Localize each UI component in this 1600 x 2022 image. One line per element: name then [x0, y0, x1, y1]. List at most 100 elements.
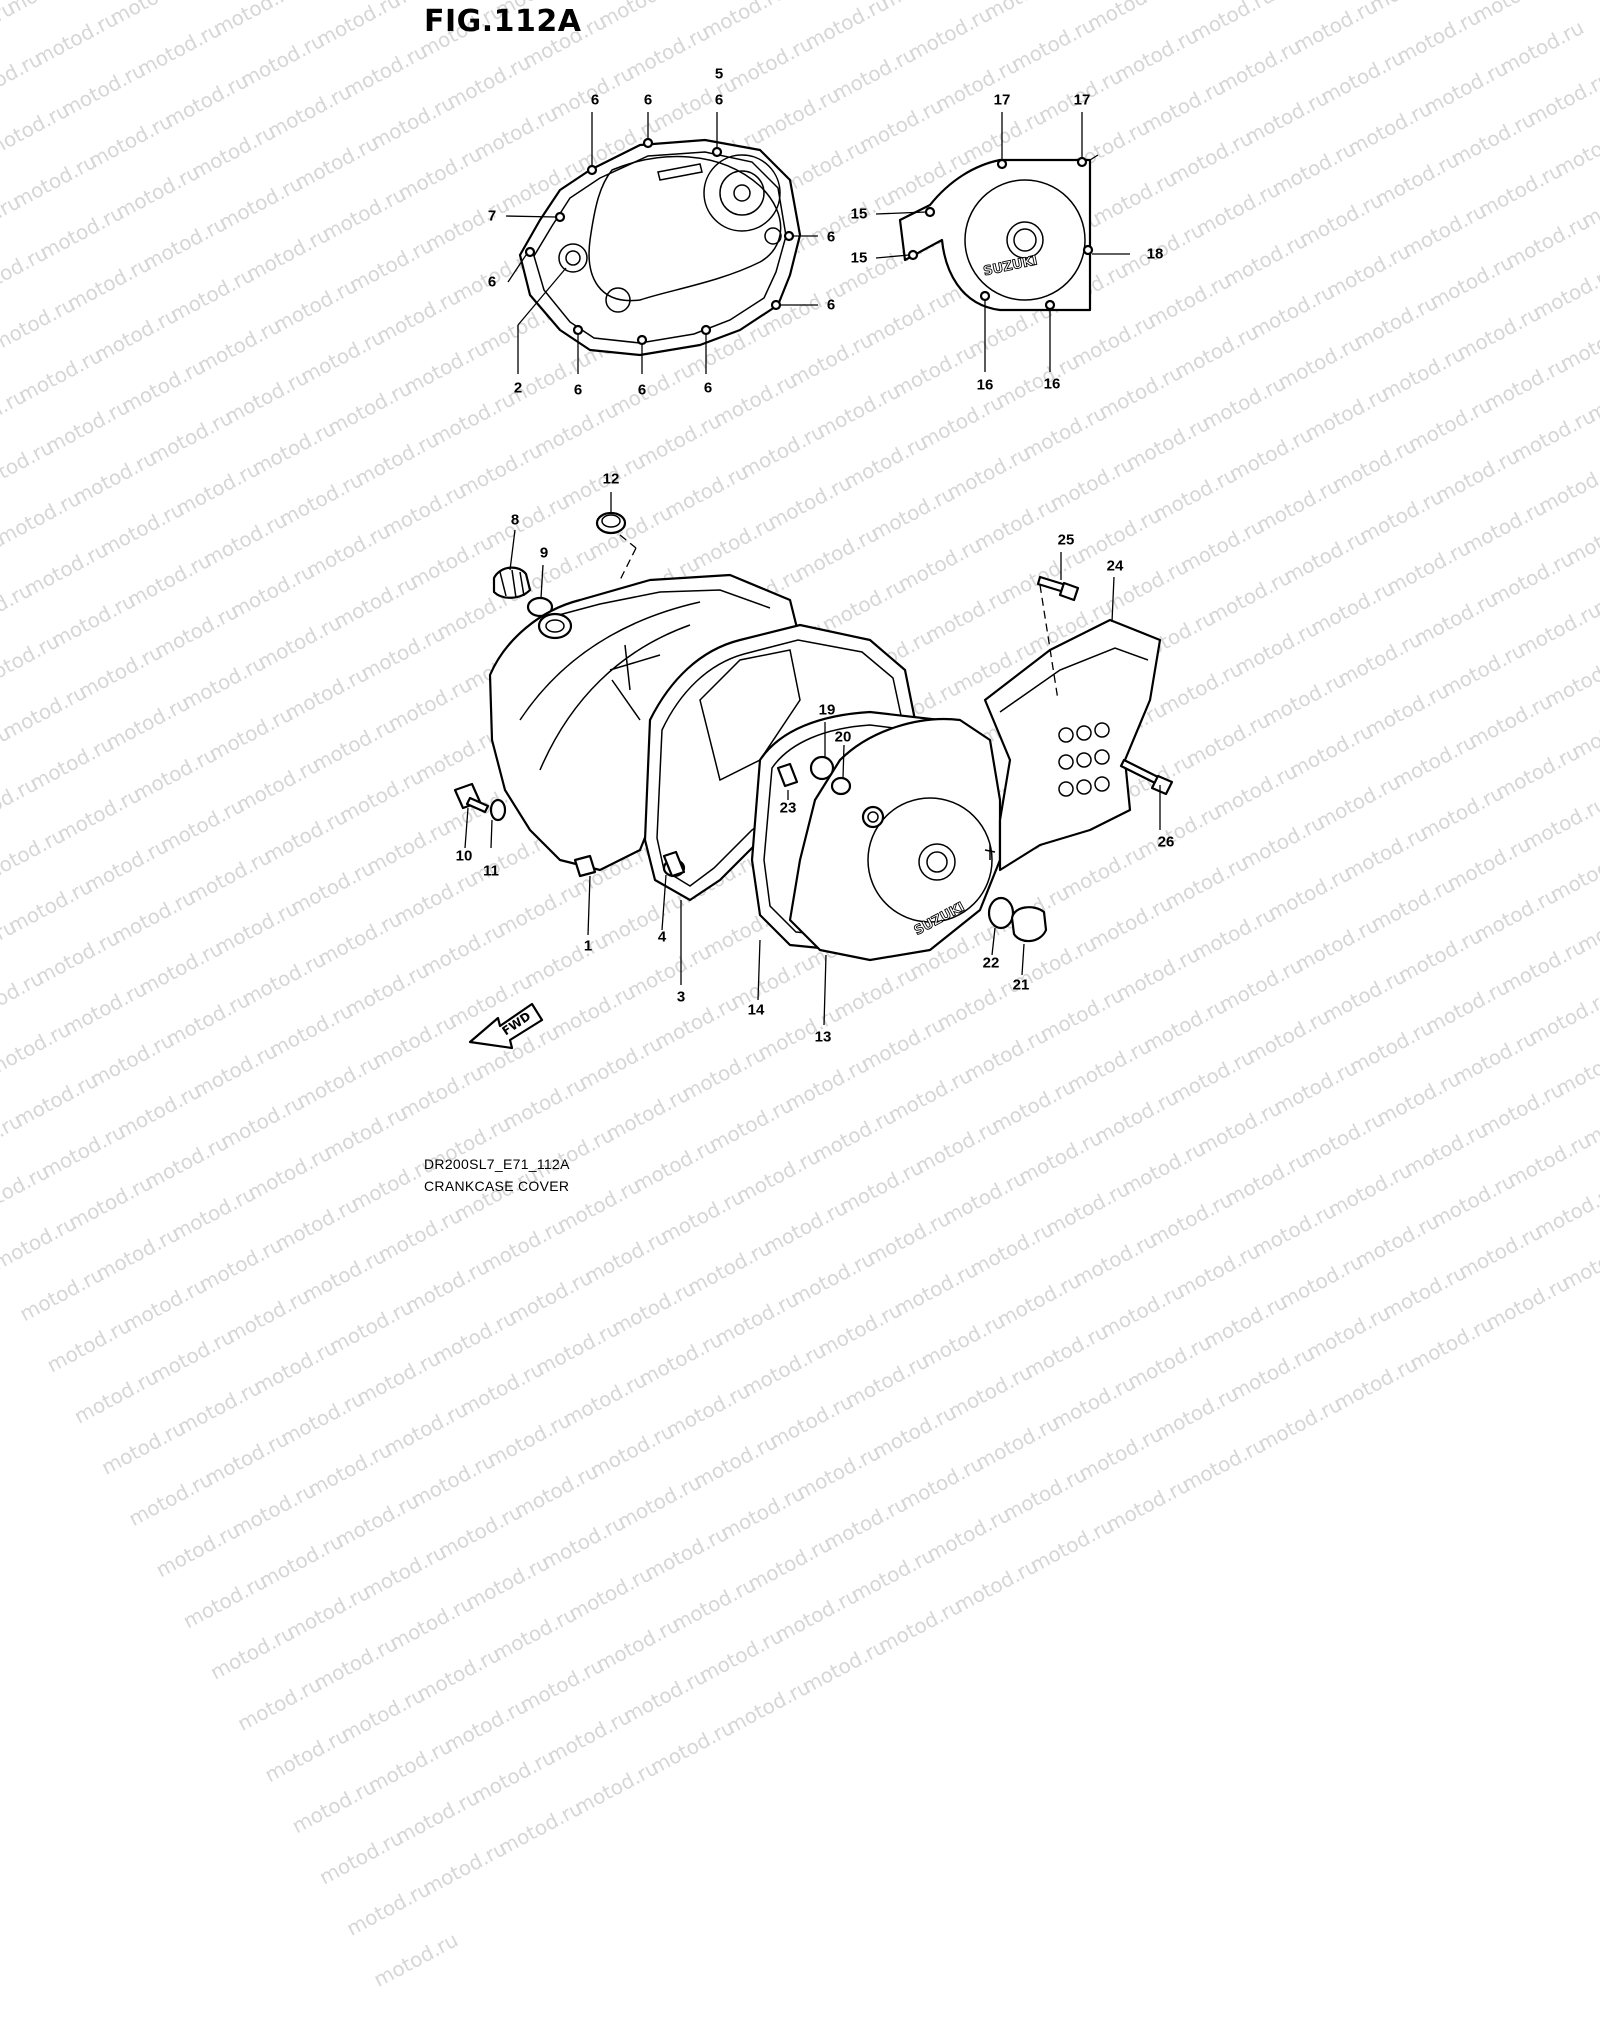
watermark-text: motod.ru — [640, 1520, 733, 1586]
watermark-text: motod.ru — [1144, 1187, 1237, 1252]
callout-16: 16 — [976, 376, 994, 394]
watermark-text: motod.ru — [1199, 1289, 1292, 1354]
watermark-text: motod.ru — [221, 1283, 315, 1348]
leader-lines-lower — [464, 492, 1161, 1026]
gasket-11 — [489, 798, 507, 822]
callout-6: 6 — [590, 91, 600, 109]
watermark-text: motod.ru — [537, 1510, 630, 1575]
callout-4: 4 — [657, 928, 667, 946]
watermark-text: motod.ru — [379, 1396, 472, 1462]
watermark-text: motod.ru — [722, 1674, 815, 1739]
callout-17: 17 — [993, 91, 1011, 109]
plug-21 — [1010, 906, 1048, 943]
watermark-text: motod.ru — [895, 1450, 988, 1516]
watermark-text: motod.ru — [840, 1348, 934, 1413]
watermark-text: motod.ru — [1302, 1300, 1395, 1365]
watermark-text: motod.ru — [461, 1550, 554, 1615]
watermark-text: motod.ru — [531, 1315, 624, 1381]
o-ring-22 — [987, 896, 1015, 930]
callout-16: 16 — [1043, 375, 1061, 393]
watermark-text: motod.ru — [488, 1601, 581, 1666]
watermark-text: motod.ru — [792, 1440, 885, 1505]
watermark-text: motod.ru — [0, 1210, 81, 1275]
watermark-text: motod.ru — [949, 1553, 1043, 1618]
callout-14: 14 — [747, 1001, 765, 1019]
watermark-text: motod.ru — [971, 1410, 1064, 1475]
watermark-text: motod.ru — [439, 1693, 533, 1758]
watermark-text: motod.ru — [1226, 1340, 1319, 1405]
callout-15: 15 — [850, 249, 868, 267]
watermark-text: motod.ru — [1047, 1370, 1140, 1435]
callout-24: 24 — [1106, 557, 1124, 575]
watermark-text: motod.ru — [916, 1308, 1010, 1373]
watermark-text: motod.ru — [873, 1593, 967, 1658]
callout-10: 10 — [455, 847, 473, 865]
watermark-text: motod.ru — [303, 1437, 396, 1502]
oil-filler-cap-8 — [492, 566, 532, 599]
watermark-text: motod.ru — [15, 1261, 108, 1327]
watermark-text: motod.ru — [737, 1337, 831, 1402]
watermark-text: motod.ru — [200, 1426, 293, 1491]
callout-2: 2 — [513, 379, 523, 397]
watermark-text: motod.ru — [998, 1461, 1091, 1527]
watermark-text: motod.ru — [270, 1191, 363, 1257]
watermark-text: motod.ru — [965, 1216, 1058, 1281]
watermark-text: motod.ru — [1177, 1432, 1270, 1497]
figure-title: FIG.112A — [424, 4, 582, 39]
watermark-text: motod.ru — [570, 1755, 663, 1820]
watermark-text: motod.ru — [342, 1876, 435, 1941]
watermark-text: motod.ru — [618, 1663, 712, 1728]
figure-caption: CRANKCASE COVER — [424, 1178, 570, 1194]
callout-23: 23 — [779, 799, 797, 817]
watermark-text: motod.ru — [42, 1313, 136, 1378]
watermark-text: motod.ru — [118, 1272, 212, 1337]
bolt-holes — [524, 137, 795, 346]
watermark-text: motod.ru — [646, 1714, 739, 1780]
callout-20: 20 — [834, 728, 852, 746]
watermark-text: motod.ru — [227, 1477, 320, 1542]
watermark-text: motod.ru — [325, 1294, 418, 1359]
callout-1: 1 — [583, 937, 593, 955]
watermark-text: motod.ru — [249, 1334, 342, 1399]
callout-25: 25 — [1057, 531, 1075, 549]
watermark-text: motod.ru — [1351, 1208, 1444, 1273]
watermark-text: motod.ru — [862, 1205, 955, 1270]
watermark-text: motod.ru — [765, 1388, 858, 1454]
watermark-text: motod.ru — [716, 1480, 809, 1545]
sprocket-cover-24 — [983, 584, 1162, 872]
watermark-text: motod.ru — [922, 1502, 1015, 1567]
watermark-text: motod.ru — [1074, 1421, 1167, 1486]
watermark-text: motod.ru — [418, 1835, 511, 1901]
callout-3: 3 — [676, 988, 686, 1006]
dowel-23 — [776, 762, 799, 788]
callout-6: 6 — [826, 296, 836, 314]
watermark-text: motod.ru — [504, 1264, 597, 1330]
watermark-text: motod.ru — [385, 1590, 478, 1656]
callout-7: 7 — [487, 207, 497, 225]
watermark-text: motod.ru — [494, 1795, 587, 1860]
o-ring-9 — [526, 596, 554, 618]
callout-6: 6 — [487, 273, 497, 291]
watermark-text: motod.ru — [151, 1517, 245, 1583]
watermark-text: motod.ru — [173, 1375, 266, 1440]
leader-lines-upper-left — [505, 112, 818, 374]
watermark-text: motod.ru — [797, 1634, 891, 1699]
watermark-text: motod.ru — [309, 1631, 402, 1696]
callout-13: 13 — [814, 1028, 832, 1046]
watermark-text: motod.ru — [358, 1539, 451, 1604]
callout-6: 6 — [637, 381, 647, 399]
oil-seal-12 — [595, 511, 637, 581]
watermark-text: motod.ru — [1329, 1351, 1422, 1416]
callout-12: 12 — [602, 470, 620, 488]
watermark-text: motod.ru — [1025, 1512, 1119, 1578]
watermark-text: motod.ru — [1123, 1329, 1216, 1395]
callout-6: 6 — [826, 228, 836, 246]
leader-lines-upper-right — [875, 112, 1130, 372]
watermark-text: motod.ru — [124, 1466, 217, 1531]
watermark-text: motod.ru — [467, 1744, 560, 1809]
watermark-text: motod.ru — [254, 1528, 348, 1593]
watermark-text: motod.ru — [412, 1641, 505, 1707]
callout-6: 6 — [703, 379, 713, 397]
watermark-text: motod.ru — [406, 1447, 500, 1513]
watermark-text: motod.ru — [336, 1682, 429, 1747]
